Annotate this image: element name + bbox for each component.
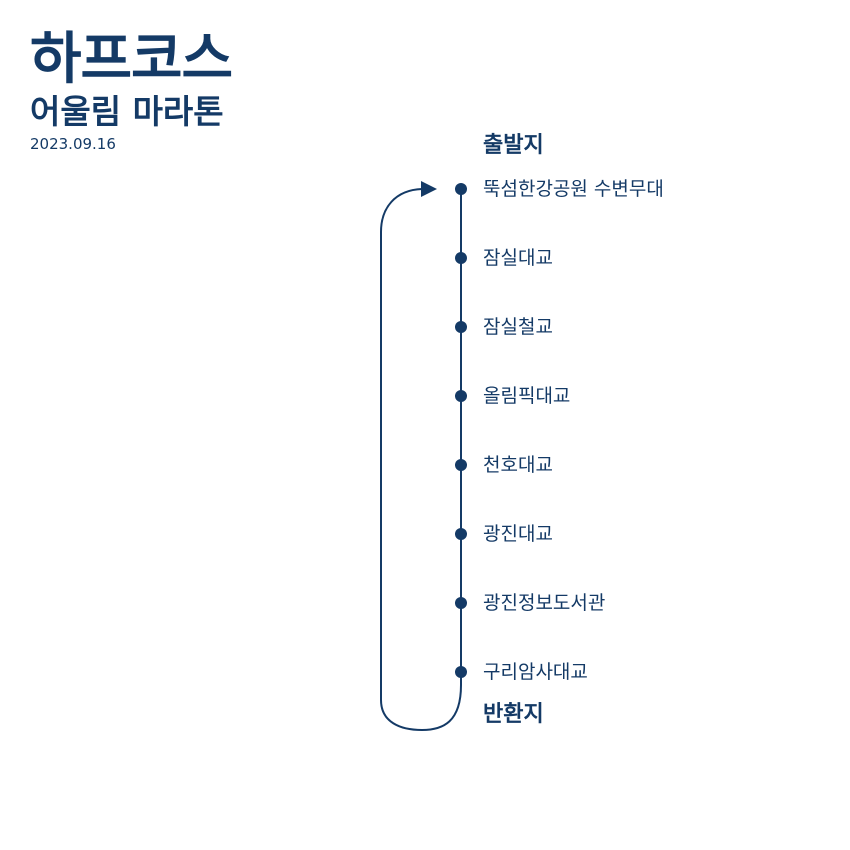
header: 하프코스 어울림 마라톤 2023.09.16 — [30, 27, 233, 154]
event-date: 2023.09.16 — [30, 135, 116, 153]
stop-marker — [455, 666, 467, 678]
end-label: 반환지 — [483, 702, 544, 727]
page-title: 하프코스 — [30, 27, 233, 92]
stop-marker — [455, 459, 467, 471]
stop-label: 뚝섬한강공원 수변무대 — [483, 178, 664, 200]
stop-marker — [455, 528, 467, 540]
stop-marker — [455, 183, 467, 195]
page-subtitle: 어울림 마라톤 — [30, 92, 224, 131]
stop-label: 구리암사대교 — [483, 661, 588, 683]
start-label: 출발지 — [483, 133, 544, 158]
stop-label: 천호대교 — [483, 454, 553, 476]
return-loop-path — [380, 188, 462, 732]
stop-marker — [455, 390, 467, 402]
stop-marker — [455, 597, 467, 609]
stop-marker — [455, 321, 467, 333]
stop-label: 광진대교 — [483, 523, 553, 545]
stop-label: 잠실철교 — [483, 316, 553, 338]
stop-label: 잠실대교 — [483, 247, 553, 269]
arrow-head-icon — [421, 181, 437, 197]
stop-label: 올림픽대교 — [483, 385, 571, 407]
stop-marker — [455, 252, 467, 264]
stop-label: 광진정보도서관 — [483, 592, 606, 614]
